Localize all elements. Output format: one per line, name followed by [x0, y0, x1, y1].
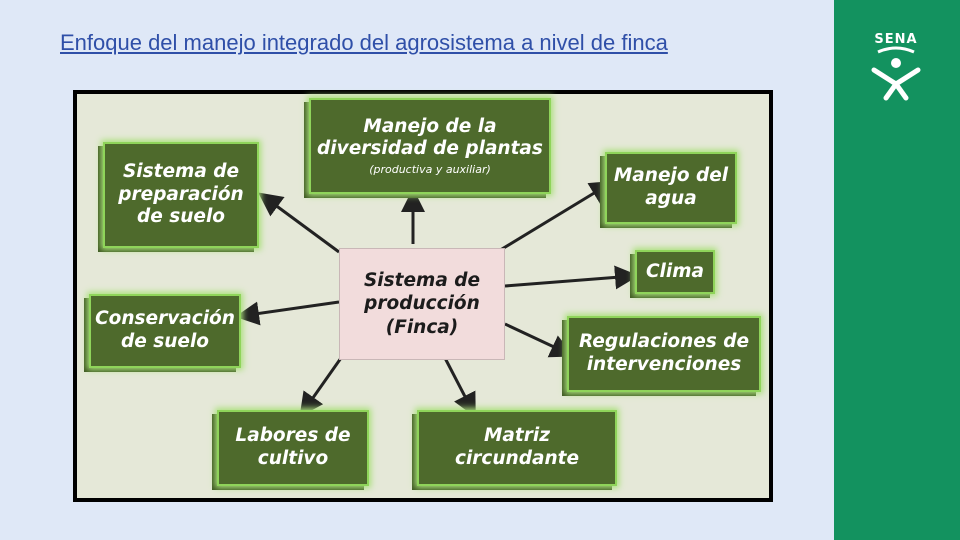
diagram-canvas: Sistema de preparación de suelo Manejo d… [77, 94, 769, 498]
diagram-frame: Sistema de preparación de suelo Manejo d… [73, 90, 773, 502]
arrow-to-matriz [443, 357, 476, 418]
node-agua-label: Manejo del agua [613, 165, 729, 209]
arrow-to-conservacion [235, 300, 340, 326]
node-regulaciones-label: Regulaciones de intervenciones [578, 331, 750, 375]
node-diversidad-sublabel: (productiva y auxiliar) [369, 162, 491, 176]
arrow-to-clima [504, 265, 639, 290]
node-clima-label: Clima [645, 260, 705, 282]
node-regulaciones: Regulaciones de intervenciones [567, 316, 761, 392]
node-clima: Clima [635, 250, 715, 294]
arrow-to-agua [496, 180, 615, 254]
node-labores-label: Labores de cultivo [235, 425, 351, 469]
node-matriz-label: Matriz circundante [454, 425, 580, 469]
node-diversidad-plantas: Manejo de la diversidad de plantas (prod… [309, 98, 551, 194]
sena-sidebar: SENA [834, 0, 960, 540]
node-labores-cultivo: Labores de cultivo [217, 410, 369, 486]
arrow-to-regulaciones [504, 322, 575, 358]
node-sistema-produccion: Sistema de producción (Finca) [339, 248, 505, 360]
arrow-to-labores [299, 357, 343, 417]
slide-title-link[interactable]: Enfoque del manejo integrado del agrosis… [60, 30, 668, 55]
node-diversidad-label: Manejo de la diversidad de plantas [317, 115, 543, 160]
sena-logo-text: SENA [874, 32, 918, 47]
node-matriz-circundante: Matriz circundante [417, 410, 617, 486]
node-preparacion-label: Sistema de preparación de suelo [118, 161, 244, 228]
sena-logo: SENA [864, 32, 928, 102]
node-conservacion-label: Conservación de suelo [95, 308, 235, 352]
node-manejo-agua: Manejo del agua [605, 152, 737, 224]
arrow-to-preparacion [258, 192, 340, 254]
node-conservacion-suelo: Conservación de suelo [89, 294, 241, 368]
sena-figure-icon [871, 46, 921, 101]
node-preparacion-suelo: Sistema de preparación de suelo [103, 142, 259, 248]
diagram-arrows [235, 180, 639, 418]
